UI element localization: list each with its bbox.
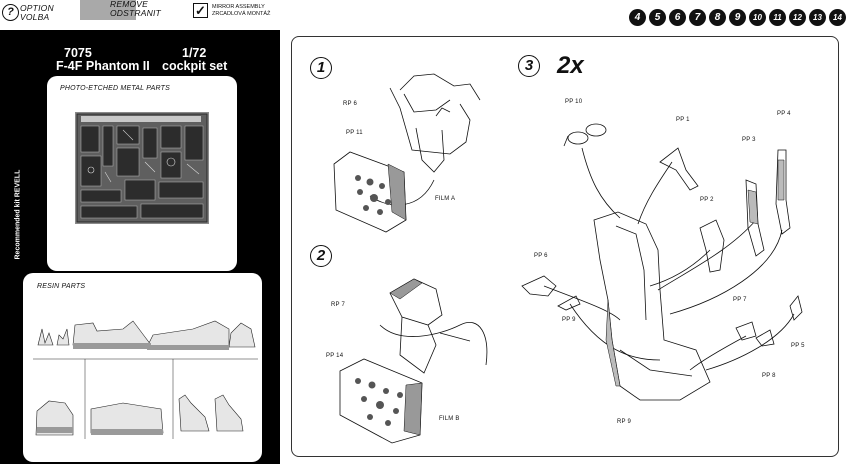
resin-part-number: 1 <box>40 354 44 360</box>
kit-info-panel: 7075 1/72 F-4F Phantom II cockpit set Re… <box>0 30 280 464</box>
label-rp6: RP 6 <box>343 101 358 107</box>
photo-etched-fret-image <box>75 112 209 224</box>
recommended-kit-label: Recommended kit REVELL <box>14 169 22 260</box>
label-rp7: RP 7 <box>331 302 346 308</box>
label-pp11: PP 11 <box>346 130 363 136</box>
label-pp4: PP 4 <box>777 111 791 117</box>
resin-part-number: 6 <box>238 354 242 360</box>
resin-part-number: 2 <box>62 354 66 360</box>
step-badge: 6 <box>669 9 686 26</box>
step-badge: 9 <box>729 9 746 26</box>
step-badge: 13 <box>809 9 826 26</box>
option-icon: ? <box>2 4 19 21</box>
resin-part-number: 8 <box>133 451 137 457</box>
step-badge: 5 <box>649 9 666 26</box>
label-film-b: FILM B <box>439 416 460 422</box>
resin-panel: RESIN PARTS <box>23 273 262 462</box>
photo-etched-caption: PHOTO-ETCHED METAL PARTS <box>60 85 170 92</box>
resin-part-number: 5 <box>187 354 191 360</box>
step-badge: 4 <box>629 9 646 26</box>
step-badge: 7 <box>689 9 706 26</box>
step-badge: 8 <box>709 9 726 26</box>
label-pp14: PP 14 <box>326 353 344 359</box>
kit-scale: 1/72 <box>182 46 207 60</box>
label-pp2: PP 2 <box>700 197 714 203</box>
resin-part-number: 9 <box>189 451 193 457</box>
step-badge-row: 4 5 6 7 8 9 10 11 12 13 14 <box>629 9 846 26</box>
label-pp10: PP 10 <box>565 99 583 105</box>
mirror-check-icon: ✓ <box>193 3 208 18</box>
step-1-drawing <box>333 73 481 233</box>
remove-label: REMOVE ODSTRANIT <box>110 0 161 18</box>
label-pp5: PP 5 <box>791 343 805 349</box>
kit-name: F-4F Phantom II <box>56 59 150 73</box>
resin-part-number: 3 <box>54 354 58 360</box>
resin-part-number: 2 <box>47 354 51 360</box>
step-badge: 10 <box>749 9 766 26</box>
step-badge: 11 <box>769 9 786 26</box>
label-pp8: PP 8 <box>762 373 776 379</box>
step-3-drawing <box>521 123 803 401</box>
label-film-a: FILM A <box>435 196 456 202</box>
step-3-multiplier: 2x <box>557 52 584 79</box>
option-legend: ? OPTION VOLBA <box>2 2 72 26</box>
label-pp6: PP 6 <box>534 253 548 259</box>
step-badge: 14 <box>829 9 846 26</box>
resin-caption: RESIN PARTS <box>37 283 86 290</box>
mirror-legend: ✓ MIRROR ASSEMBLY ZRCADLOVÁ MONTÁŽ <box>193 3 323 21</box>
step-1-marker: 1 <box>310 57 332 79</box>
step-2-drawing <box>339 278 488 444</box>
step-3-marker: 3 <box>518 55 540 77</box>
remove-legend: REMOVE ODSTRANIT <box>80 0 180 22</box>
resin-part-number: 9 <box>224 451 228 457</box>
instruction-frame <box>291 36 839 457</box>
label-pp7: PP 7 <box>733 297 747 303</box>
step-badge: 12 <box>789 9 806 26</box>
kit-number: 7075 <box>64 46 92 60</box>
resin-part-number: 7 <box>58 451 62 457</box>
label-pp3: PP 3 <box>742 137 756 143</box>
resin-parts-image <box>33 320 258 439</box>
label-pp9: PP 9 <box>562 317 576 323</box>
kit-set-name: cockpit set <box>162 59 228 73</box>
step-2-marker: 2 <box>310 245 332 267</box>
remove-swatch <box>80 0 136 20</box>
photo-etched-panel: PHOTO-ETCHED METAL PARTS <box>47 76 237 271</box>
label-rp9: RP 9 <box>617 419 632 425</box>
resin-part-number: 4 <box>109 354 113 360</box>
mirror-label: MIRROR ASSEMBLY ZRCADLOVÁ MONTÁŽ <box>212 4 271 17</box>
option-label: OPTION VOLBA <box>20 3 54 22</box>
label-pp1: PP 1 <box>676 117 690 123</box>
